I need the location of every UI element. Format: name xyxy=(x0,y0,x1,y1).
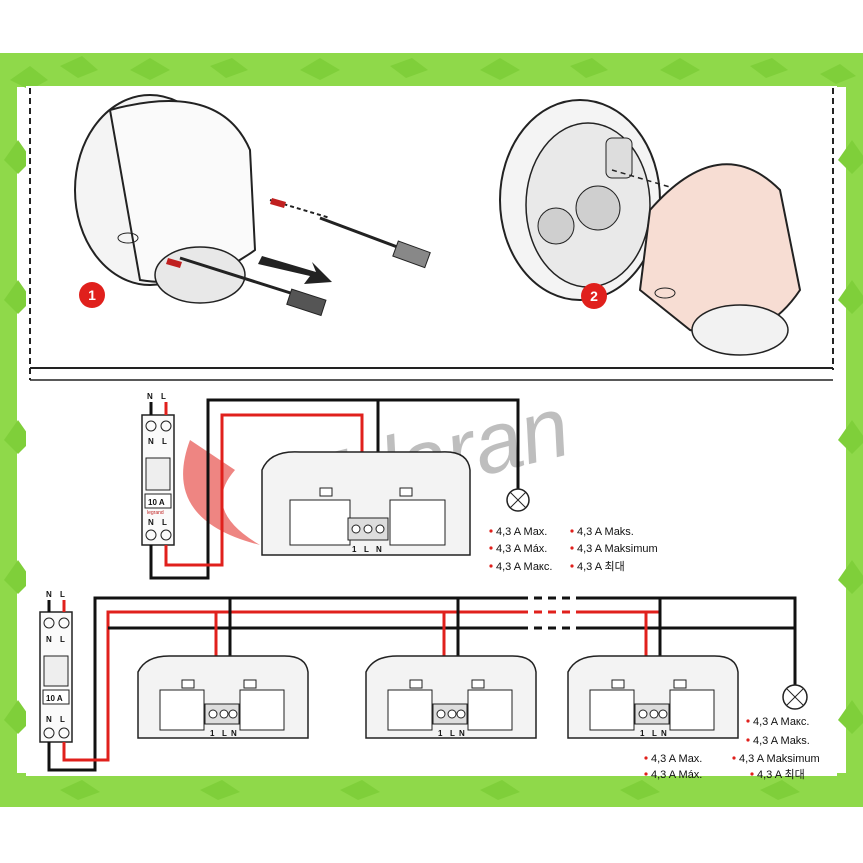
load-note: 4,3 A Maks. xyxy=(753,735,810,747)
supply-label-l-b: L xyxy=(60,590,65,599)
step-badge-1 xyxy=(79,282,105,308)
breaker-brand-a: legrand xyxy=(147,510,164,516)
step-2-illustration xyxy=(499,99,802,356)
load-note: 4,3 A Máx. xyxy=(651,769,702,781)
switch-terminal-l-a: L xyxy=(364,545,369,554)
switch-terminal-1-b1: 1 xyxy=(210,729,215,738)
switch-module-b1: 1 L N xyxy=(137,655,309,739)
breaker-rating-b: 10 A xyxy=(46,694,63,703)
supply-label-n-b: N xyxy=(46,590,52,599)
step-2-badge: 2 xyxy=(581,283,607,309)
diagram-b: N L N L 10 A N L xyxy=(39,590,820,781)
load-note: 4,3 A Макс. xyxy=(753,716,809,728)
switch-terminal-l-b2: L xyxy=(450,729,455,738)
switch-terminal-1-b3: 1 xyxy=(640,729,645,738)
load-note: 4,3 A Max. xyxy=(651,753,702,765)
switch-terminal-1-b2: 1 xyxy=(438,729,443,738)
step-number-1: 1 xyxy=(88,287,96,303)
svg-text:L: L xyxy=(60,715,65,724)
load-note: 4,3 A Maksimum xyxy=(739,753,820,765)
switch-terminal-n-b1: N xyxy=(231,729,237,738)
live-wire-a xyxy=(164,413,364,567)
load-note: 4,3 A Maksimum xyxy=(577,543,658,555)
circuit-breaker-b: N L 10 A N L xyxy=(39,611,73,743)
switch-terminal-n-a: N xyxy=(376,545,382,554)
load-note: 4,3 A Max. xyxy=(496,526,547,538)
load-note: 4,3 A Máx. xyxy=(496,543,547,555)
breaker-rating-a: 10 A xyxy=(148,498,165,507)
circuit-breaker-a: N L 10 A legrand N L xyxy=(141,414,175,546)
lamp-a xyxy=(506,488,530,512)
load-notes-a: 4,3 A Max. 4,3 A Máx. 4,3 A Макс. 4,3 A … xyxy=(489,526,658,573)
load-note: 4,3 A Макс. xyxy=(496,561,552,573)
switch-terminal-n-b3: N xyxy=(661,729,667,738)
step-number-2: 2 xyxy=(590,288,598,304)
load-notes-b: 4,3 A Макс. 4,3 A Maks. 4,3 A Maksimum 4… xyxy=(644,716,820,781)
breaker-terminal-n-b: N xyxy=(46,635,52,644)
supply-label-n-a: N xyxy=(147,392,153,401)
breaker-terminal-l-a: L xyxy=(162,437,167,446)
switch-terminal-n-b2: N xyxy=(459,729,465,738)
switch-module-b2: 1 L N xyxy=(365,655,537,739)
load-note: 4,3 A 최대 xyxy=(577,560,625,573)
svg-text:L: L xyxy=(162,518,167,527)
diagram-a: N L N L 10 A legrand N L xyxy=(141,392,658,580)
switch-terminal-l-b3: L xyxy=(652,729,657,738)
switch-module-b3: 1 L N xyxy=(567,655,739,739)
svg-text:N: N xyxy=(46,715,52,724)
load-note: 4,3 A Maks. xyxy=(577,526,634,538)
neutral-wire-b xyxy=(47,596,797,772)
lamp-b xyxy=(782,684,808,710)
neutral-wire-a xyxy=(149,398,520,580)
switch-terminal-1-a: 1 xyxy=(352,545,357,554)
step-badge-2 xyxy=(581,283,607,309)
step-1-illustration xyxy=(74,94,431,317)
switch-terminal-l-b1: L xyxy=(222,729,227,738)
step-1-badge: 1 xyxy=(79,282,105,308)
load-note: 4,3 A 최대 xyxy=(757,768,805,781)
switch-module-a: 1 L N xyxy=(261,451,471,556)
svg-text:N: N xyxy=(148,518,154,527)
breaker-terminal-l-b: L xyxy=(60,635,65,644)
breaker-terminal-n-a: N xyxy=(148,437,154,446)
live-wire-b xyxy=(62,610,660,762)
supply-label-l-a: L xyxy=(161,392,166,401)
